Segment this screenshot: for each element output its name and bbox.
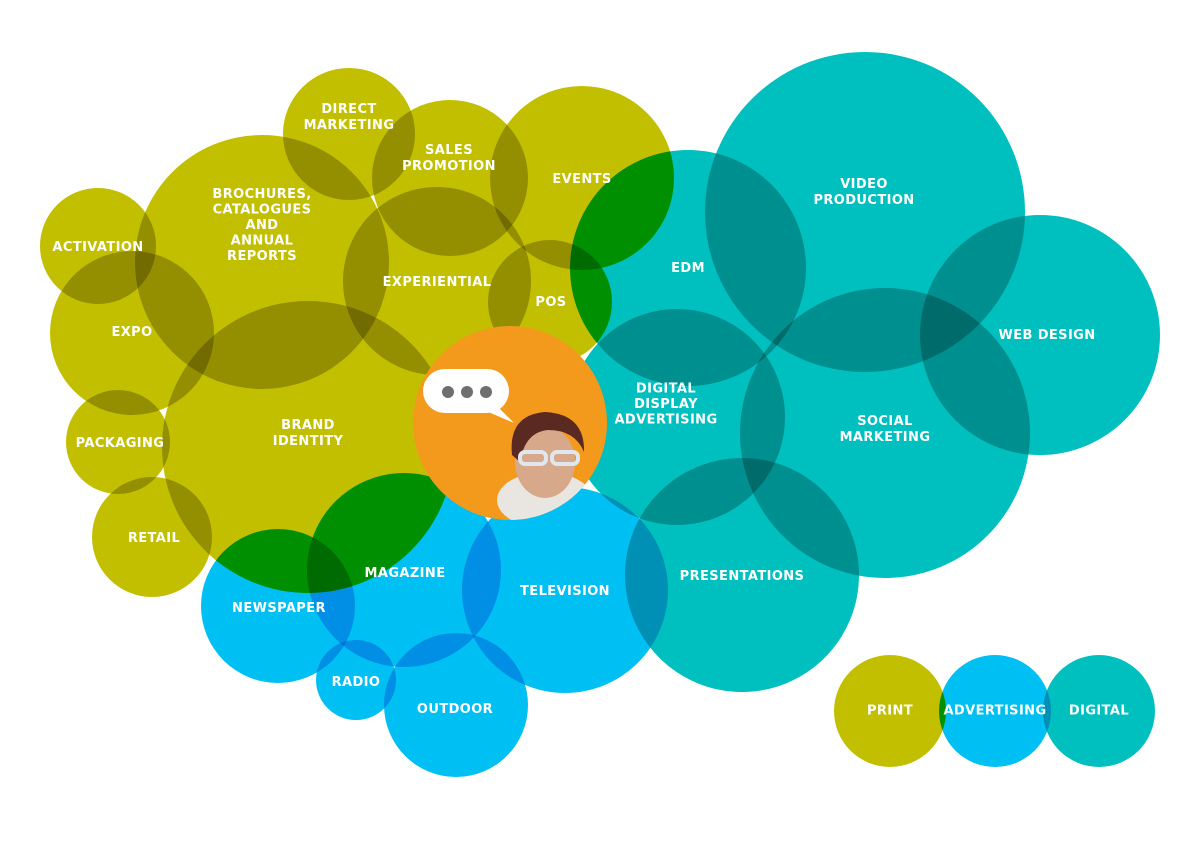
edm-label: EDM [671,261,705,276]
experiential-label-line: EXPERIENTIAL [383,275,492,290]
experiential-label: EXPERIENTIAL [383,275,492,290]
television-label-line: TELEVISION [520,584,610,599]
radio-label-line: RADIO [332,675,381,690]
video-production-label-line: VIDEO [840,177,888,192]
presentations-label-line: PRESENTATIONS [680,569,805,584]
legend-digital-label: DIGITAL [1069,704,1129,719]
presentations-label: PRESENTATIONS [680,569,805,584]
events-label: EVENTS [552,172,611,187]
legend-advertising-label: ADVERTISING [943,704,1046,719]
magazine-label-line: MAGAZINE [365,566,446,581]
video-production-label-line: PRODUCTION [813,192,914,207]
activation-label: ACTIVATION [52,240,143,255]
edm-label-line: EDM [671,261,705,276]
magazine-label: MAGAZINE [365,566,446,581]
brochures-label-line: BROCHURES, [212,186,311,201]
expo-label: EXPO [111,325,152,340]
direct-marketing-label-line: DIRECT [321,102,376,117]
web-design-label-line: WEB DESIGN [998,328,1095,343]
sales-promotion-label-line: PROMOTION [402,158,496,173]
digital-display-label-line: DIGITAL [636,381,696,396]
brochures-label-line: AND [246,218,279,233]
outdoor-label: OUTDOOR [417,702,493,717]
packaging-label: PACKAGING [76,436,165,451]
brand-identity-label-line: IDENTITY [273,433,344,448]
direct-marketing-label-line: MARKETING [304,117,395,132]
newspaper-label: NEWSPAPER [232,601,326,616]
packaging-label-line: PACKAGING [76,436,165,451]
television-label: TELEVISION [520,584,610,599]
retail-label: RETAIL [128,531,180,546]
events-label-line: EVENTS [552,172,611,187]
web-design-label: WEB DESIGN [998,328,1095,343]
brochures-label-line: REPORTS [227,249,297,264]
brand-identity-label-line: BRAND [281,418,335,433]
legend: PRINT ADVERTISING DIGITAL [834,655,1155,767]
activation-label-line: ACTIVATION [52,240,143,255]
outdoor-label-line: OUTDOOR [417,702,493,717]
pos-label-line: POS [535,295,566,310]
social-marketing-label-line: MARKETING [840,429,931,444]
digital-display-label-line: DISPLAY [634,397,698,412]
expo-label-line: EXPO [111,325,152,340]
digital-display-label-line: ADVERTISING [614,412,717,427]
sales-promotion-label-line: SALES [425,143,473,158]
social-marketing-label-line: SOCIAL [857,414,913,429]
brochures-label-line: CATALOGUES [213,202,312,217]
retail-label-line: RETAIL [128,531,180,546]
radio-label: RADIO [332,675,381,690]
legend-print-label: PRINT [867,704,913,719]
pos-label: POS [535,295,566,310]
newspaper-label-line: NEWSPAPER [232,601,326,616]
brochures-label-line: ANNUAL [231,233,294,248]
